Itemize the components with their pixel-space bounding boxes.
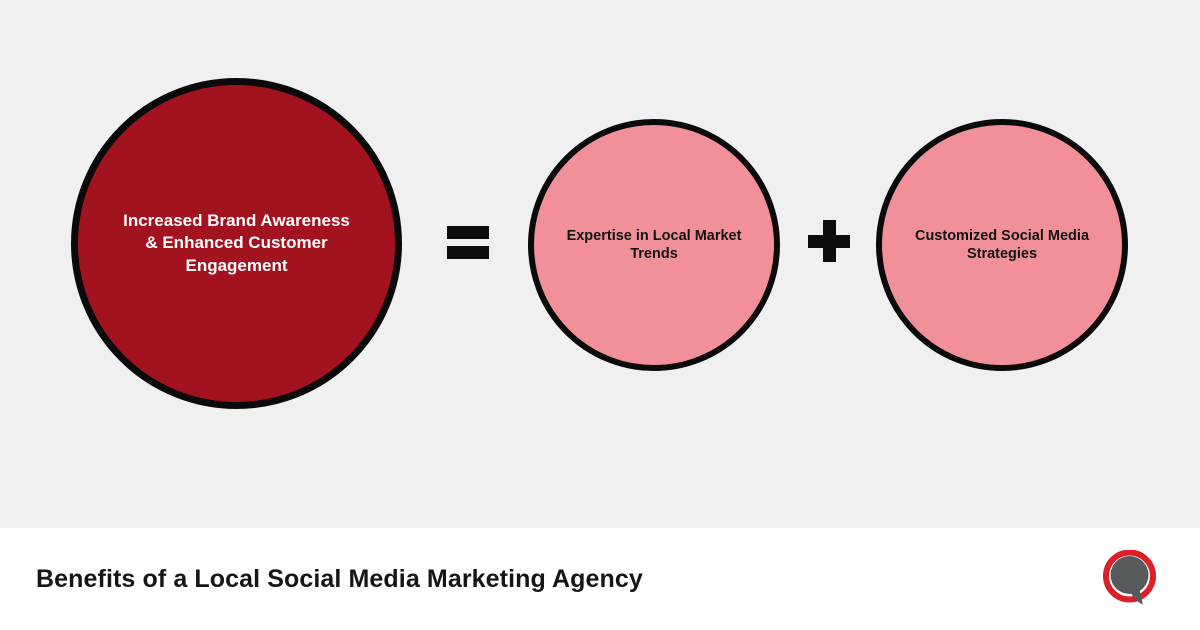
speech-bubble-logo (1102, 550, 1157, 605)
equals-bottom-bar (447, 246, 489, 259)
operand-circle-local-market-label: Expertise in Local Market Trends (566, 227, 742, 262)
footer-bar: Benefits of a Local Social Media Marketi… (0, 528, 1200, 630)
operand-circle-strategies-label: Customized Social Media Strategies (914, 227, 1090, 262)
equals-operator-icon (447, 226, 489, 259)
result-circle: Increased Brand Awareness & Enhanced Cus… (71, 78, 402, 409)
plus-operator-icon (808, 220, 850, 262)
operand-circle-strategies: Customized Social Media Strategies (876, 119, 1128, 371)
speech-bubble-logo-icon (1103, 550, 1156, 605)
plus-vertical-bar (822, 220, 836, 262)
equals-top-bar (447, 226, 489, 239)
result-circle-label: Increased Brand Awareness & Enhanced Cus… (123, 211, 350, 275)
diagram-area: Increased Brand Awareness & Enhanced Cus… (0, 0, 1200, 528)
page-title: Benefits of a Local Social Media Marketi… (36, 564, 643, 593)
operand-circle-local-market: Expertise in Local Market Trends (528, 119, 780, 371)
